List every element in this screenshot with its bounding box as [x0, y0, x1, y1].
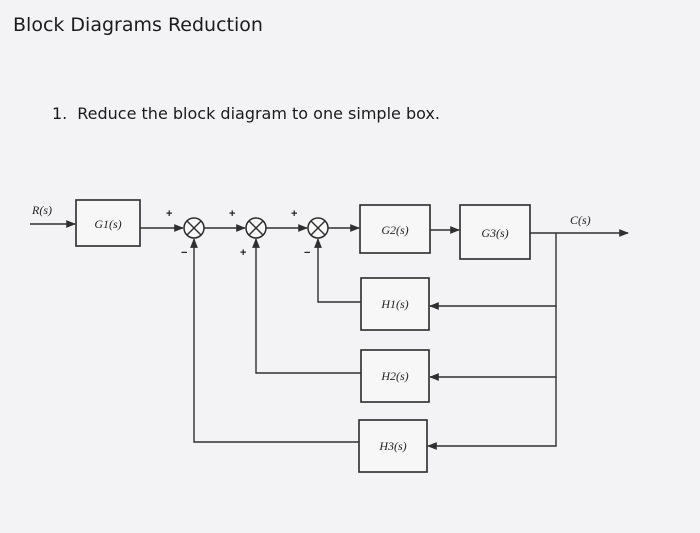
input-label: R(s)	[31, 203, 52, 217]
question-number: 1.	[52, 104, 68, 123]
block-h1-label: H1(s)	[380, 297, 408, 311]
block-g3	[459, 204, 531, 260]
sj2-sign-bottom: +	[240, 247, 246, 259]
block-g3-label: G3(s)	[481, 226, 508, 240]
wire-h2-sj2	[252, 238, 361, 374]
wire-h3-sj1	[190, 238, 359, 443]
question-text: Reduce the block diagram to one simple b…	[77, 104, 440, 123]
wire-h1-sj3	[314, 238, 361, 303]
block-h2-label: H2(s)	[380, 369, 408, 383]
summing-junction-1	[183, 217, 205, 239]
page-title: Block Diagrams Reduction	[13, 14, 263, 36]
block-h2	[360, 349, 430, 403]
sj1-sign-top: +	[166, 208, 172, 220]
sj3-sign-top: +	[291, 208, 297, 220]
sj2-sign-top: +	[229, 208, 235, 220]
wire-tap-h3	[427, 377, 557, 450]
sj3-sign-bottom: −	[304, 247, 310, 259]
question: 1. Reduce the block diagram to one simple…	[52, 104, 440, 123]
sj1-sign-bottom: −	[181, 247, 187, 259]
block-h3-label: H3(s)	[378, 439, 406, 453]
summing-junction-2	[245, 217, 267, 239]
summing-junction-3	[307, 217, 329, 239]
block-h3	[358, 419, 428, 473]
block-g1	[75, 199, 141, 247]
block-g2-label: G2(s)	[381, 223, 408, 237]
block-g1-label: G1(s)	[94, 217, 121, 231]
wire-tap-h2	[429, 306, 557, 381]
block-g2	[359, 204, 431, 254]
output-label: C(s)	[570, 213, 591, 227]
block-h1	[360, 277, 430, 331]
